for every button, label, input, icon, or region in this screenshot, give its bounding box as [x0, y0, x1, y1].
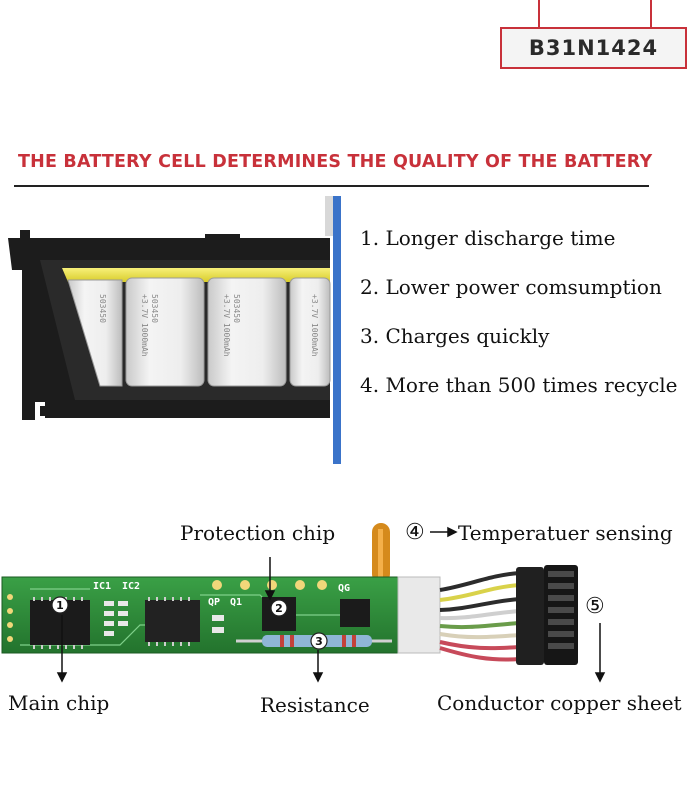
- secondary-chip: [145, 597, 200, 646]
- badge-connector-left: [538, 0, 540, 28]
- label-main-chip: Main chip: [8, 691, 110, 715]
- feature-3: 3. Charges quickly: [360, 324, 550, 348]
- protection-board-illustration: IC1 IC2 QP Q1 QG: [1, 523, 606, 683]
- cell-print-spec: +3.7V 1000mAh: [140, 294, 149, 357]
- silk-q1: Q1: [230, 597, 242, 608]
- label-temperature-marker: ④: [405, 520, 425, 545]
- marker-2: 2: [270, 599, 288, 617]
- cell-print-spec: +3.7V 1000mAh: [310, 294, 319, 357]
- svg-text:1: 1: [56, 599, 64, 612]
- label-connector-marker: ⑤: [585, 594, 605, 619]
- svg-text:2: 2: [275, 602, 283, 615]
- silk-qp: QP: [208, 597, 220, 608]
- silk-qg: QG: [338, 583, 350, 594]
- connector-wires: [439, 571, 521, 662]
- label-resistance: Resistance: [260, 693, 370, 717]
- badge-connector-right: [650, 0, 652, 28]
- marker-3: 3: [310, 632, 328, 650]
- feature-4: 4. More than 500 times recycle: [360, 373, 678, 397]
- label-temperature-sensing: Temperatuer sensing: [458, 521, 673, 545]
- silk-ic1: IC1: [93, 581, 111, 592]
- section-heading: THE BATTERY CELL DETERMINES THE QUALITY …: [18, 152, 653, 172]
- annotation-arrows: [56, 526, 606, 683]
- cell-print-model: 503450: [98, 294, 107, 323]
- board-end-cap: [397, 576, 441, 654]
- model-code: B31N1424: [528, 36, 659, 60]
- label-conductor: Conductor copper sheet: [437, 691, 682, 715]
- svg-text:3: 3: [315, 635, 323, 648]
- frame-blue-edge: [333, 196, 341, 464]
- label-protection-chip: Protection chip: [180, 521, 336, 545]
- smd-components: [104, 601, 224, 636]
- wire-connector: [516, 565, 578, 665]
- marker-1: 1: [51, 596, 69, 614]
- mosfet-chip: [340, 599, 370, 627]
- battery-pack-illustration: 503450 +3.7V 1000mAh 503450 +3.7V 1000mA…: [8, 196, 341, 464]
- cell-print-model: 503450: [232, 294, 241, 323]
- frame-edge-top: [325, 196, 333, 236]
- cell-print-spec: +3.7V 1000mAh: [222, 294, 231, 357]
- cell-print-model: 503450: [150, 294, 159, 323]
- temperature-probe: [372, 523, 390, 583]
- model-badge: B31N1424: [500, 27, 687, 69]
- silk-ic2: IC2: [122, 581, 140, 592]
- feature-2: 2. Lower power comsumption: [360, 275, 662, 299]
- feature-1: 1. Longer discharge time: [360, 226, 616, 250]
- cell-prints: 503450 +3.7V 1000mAh 503450 +3.7V 1000mA…: [98, 294, 319, 357]
- heading-underline: [14, 185, 649, 187]
- battery-cells: [67, 277, 331, 387]
